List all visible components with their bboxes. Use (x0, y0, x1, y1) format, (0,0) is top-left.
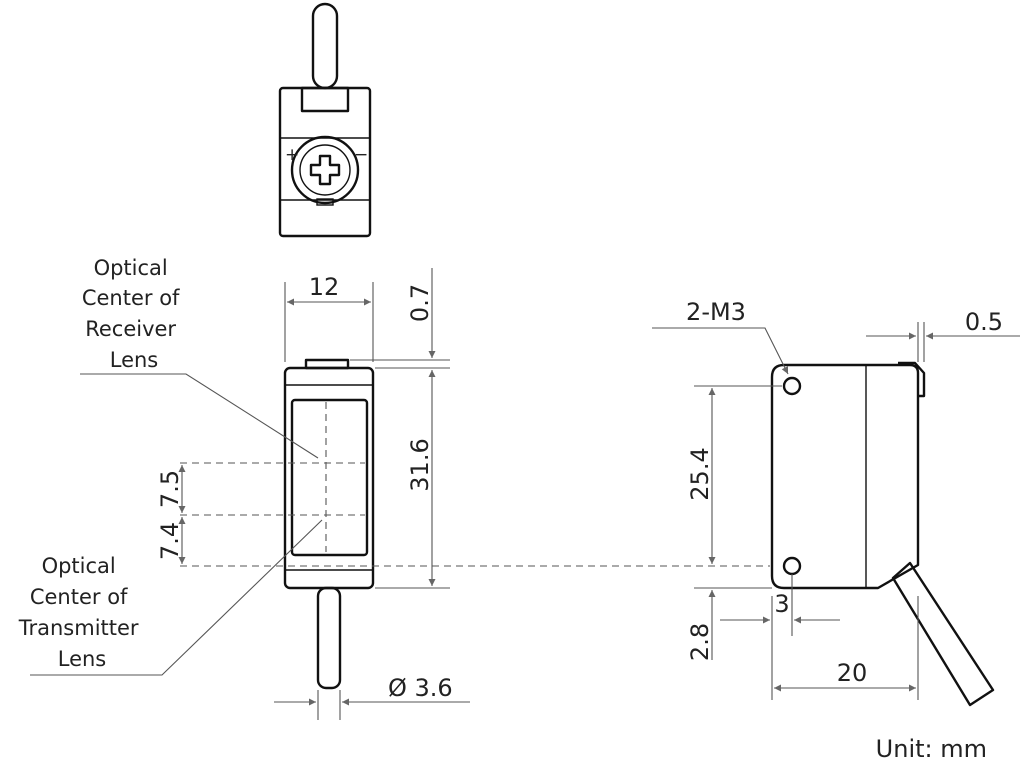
svg-text:Optical Center of: Optical Center of Transmitter Lens (18, 554, 146, 671)
side-view (770, 361, 995, 707)
body-height-dimension: 31.6 (406, 438, 434, 491)
front-view-cable (316, 586, 342, 690)
transmitter-callout-line-2: Center of (30, 585, 128, 609)
receiver-callout: Optical Center of Receiver Lens (80, 256, 319, 459)
unit-note: Unit: mm (876, 735, 987, 763)
mount-holes-label: 2-M3 (686, 298, 746, 326)
front-view-lens-window (290, 398, 369, 557)
front-view (180, 358, 770, 690)
side-step-dimension: 0.5 (965, 308, 1003, 336)
cable-diameter-dimension: Ø 3.6 (388, 674, 453, 702)
receiver-callout-line-4: Lens (110, 348, 159, 372)
sensitivity-adjuster (290, 135, 360, 206)
transmitter-offset-dimension: 7.4 (156, 522, 184, 560)
transmitter-callout-line-1: Optical (42, 554, 116, 578)
receiver-callout-line-2: Center of (82, 286, 180, 310)
hole-edge-dimension: 3 (774, 590, 789, 618)
side-view-top-step (898, 361, 926, 398)
svg-text:Optical Center of: Optical Center of Receiver Lens (82, 256, 186, 372)
side-view-cable (891, 561, 995, 707)
side-dimensions: 2-M3 0.5 25.4 2.8 3 20 (652, 298, 1020, 700)
hole-bottom-dimension: 2.8 (686, 623, 714, 661)
side-view-body (770, 363, 920, 590)
receiver-offset-dimension: 7.5 (156, 470, 184, 508)
front-dimensions: 12 0.7 31.6 7.5 7.4 Ø 3.6 (156, 268, 470, 720)
minus-indicator: − (354, 145, 368, 165)
mounting-hole-lower (782, 556, 802, 576)
side-depth-dimension: 20 (837, 659, 868, 687)
transmitter-callout-line-4: Lens (58, 647, 107, 671)
front-width-dimension: 12 (309, 273, 340, 301)
transmitter-leader-line (30, 519, 323, 676)
receiver-callout-line-3: Receiver (85, 317, 176, 341)
transmitter-callout: Optical Center of Transmitter Lens (18, 519, 323, 676)
receiver-leader-line (80, 373, 319, 459)
mounting-hole-upper (782, 376, 802, 396)
mount-holes-leader (652, 327, 789, 375)
adjuster-cross-slot (309, 154, 341, 186)
plus-indicator: + (285, 145, 299, 165)
transmitter-callout-line-3: Transmitter (18, 616, 139, 640)
top-step-dimension: 0.7 (406, 284, 434, 322)
top-view-cable (311, 2, 339, 90)
receiver-callout-line-1: Optical (94, 256, 168, 280)
top-view-cable-gland (300, 86, 350, 113)
hole-pitch-dimension: 25.4 (686, 447, 714, 500)
top-view: + − (278, 2, 372, 238)
